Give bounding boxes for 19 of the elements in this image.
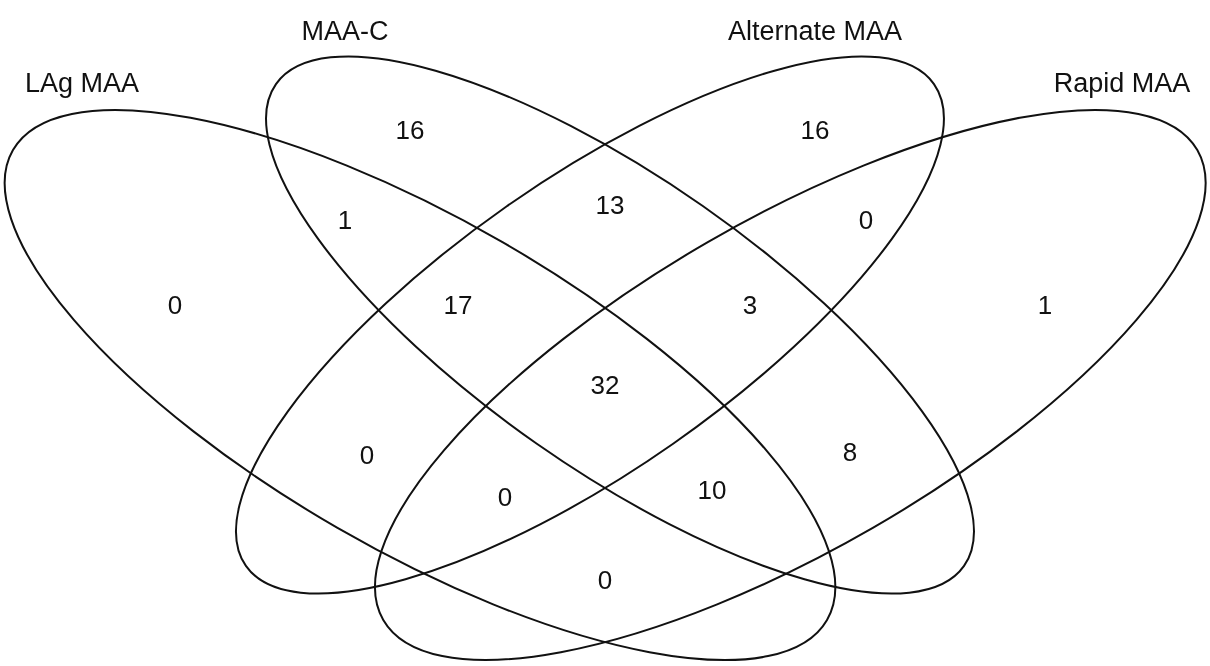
region-count: 8: [842, 437, 858, 467]
region-count: 1: [1037, 290, 1053, 320]
region-count: 0: [167, 290, 183, 320]
region-count: 16: [800, 115, 830, 145]
region-count: 10: [697, 475, 727, 505]
region-count: 1: [337, 205, 353, 235]
set-label: MAA-C: [301, 17, 389, 47]
set-label: LAg MAA: [24, 69, 140, 99]
region-count: 17: [443, 290, 473, 320]
set-label: Rapid MAA: [1053, 69, 1191, 99]
region-count: 0: [359, 440, 375, 470]
region-count: 32: [590, 370, 620, 400]
region-count: 13: [595, 190, 625, 220]
set-label: Alternate MAA: [727, 17, 902, 47]
region-count: 0: [858, 205, 874, 235]
region-count: 3: [742, 290, 758, 320]
region-count: 16: [395, 115, 425, 145]
region-count: 0: [597, 565, 613, 595]
region-count: 0: [497, 482, 513, 512]
